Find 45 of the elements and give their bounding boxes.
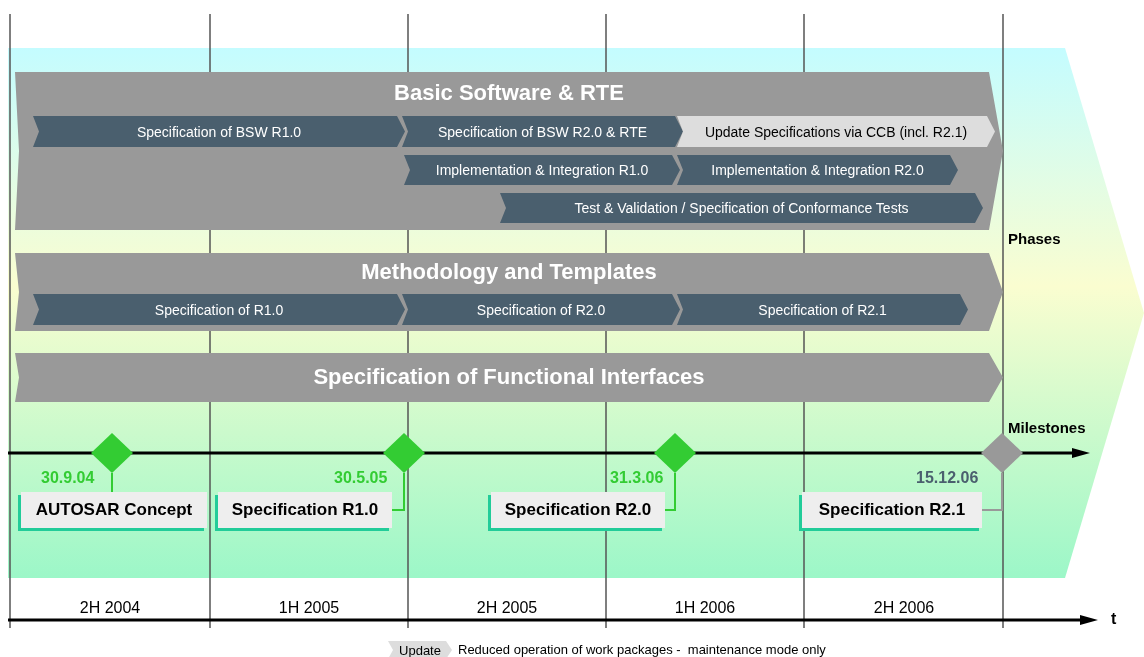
period-label: 1H 2006 <box>673 599 737 617</box>
phase-band <box>15 353 1003 402</box>
work-package-bar: Specification of BSW R2.0 & RTE <box>402 116 683 147</box>
milestone-diamond <box>91 433 133 473</box>
milestone-date: 30.5.05 <box>334 469 388 487</box>
work-package-bar: Specification of R2.0 <box>402 294 680 325</box>
period-label: 2H 2005 <box>475 599 539 617</box>
milestone-box <box>21 492 207 528</box>
legend-text: Reduced operation of work packages - maintenance mode only <box>458 642 826 657</box>
milestone-title: Specification R2.0 <box>504 500 652 520</box>
phase-title: Specification of Functional Interfaces <box>312 364 706 390</box>
milestone-date: 15.12.06 <box>916 469 979 487</box>
phase-band <box>15 253 1003 331</box>
milestone-diamond <box>383 433 425 473</box>
work-package-bar: Update Specifications via CCB (incl. R2.1) <box>677 116 995 147</box>
work-package-bar: Specification of R1.0 <box>33 294 405 325</box>
period-label: 2H 2004 <box>78 599 142 617</box>
legend-sample-chevron: Update <box>388 641 452 657</box>
phase-heading: Phases <box>1008 230 1061 247</box>
period-label: 2H 2006 <box>872 599 936 617</box>
milestone-title: AUTOSAR Concept <box>35 500 193 520</box>
period-label: 1H 2005 <box>277 599 341 617</box>
milestone-box <box>491 492 665 528</box>
milestone-date: 30.9.04 <box>41 469 95 487</box>
phase-band <box>15 72 1003 230</box>
leader-line <box>981 472 1003 511</box>
milestone-diamond <box>654 433 696 473</box>
phase-title: Basic Software & RTE <box>393 80 625 106</box>
milestone-box <box>218 492 392 528</box>
work-package-bar: Specification of R2.1 <box>677 294 968 325</box>
work-package-bar: Implementation & Integration R2.0 <box>677 155 958 185</box>
work-package-bar: Implementation & Integration R1.0 <box>404 155 680 185</box>
phase-title: Methodology and Templates <box>360 259 658 285</box>
milestone-diamond <box>981 433 1023 473</box>
milestone-heading: Milestones <box>1008 419 1086 436</box>
leader-line <box>391 472 405 511</box>
milestone-box <box>802 492 982 528</box>
work-package-bar: Specification of BSW R1.0 <box>33 116 405 147</box>
leader-line <box>111 472 113 493</box>
milestone-title: Specification R1.0 <box>231 500 379 520</box>
leader-line <box>664 472 676 511</box>
axis-label: t <box>1111 610 1117 628</box>
work-package-bar: Test & Validation / Specification of Conformance Tests <box>500 193 983 223</box>
milestone-title: Specification R2.1 <box>818 500 966 520</box>
milestone-date: 31.3.06 <box>610 469 664 487</box>
